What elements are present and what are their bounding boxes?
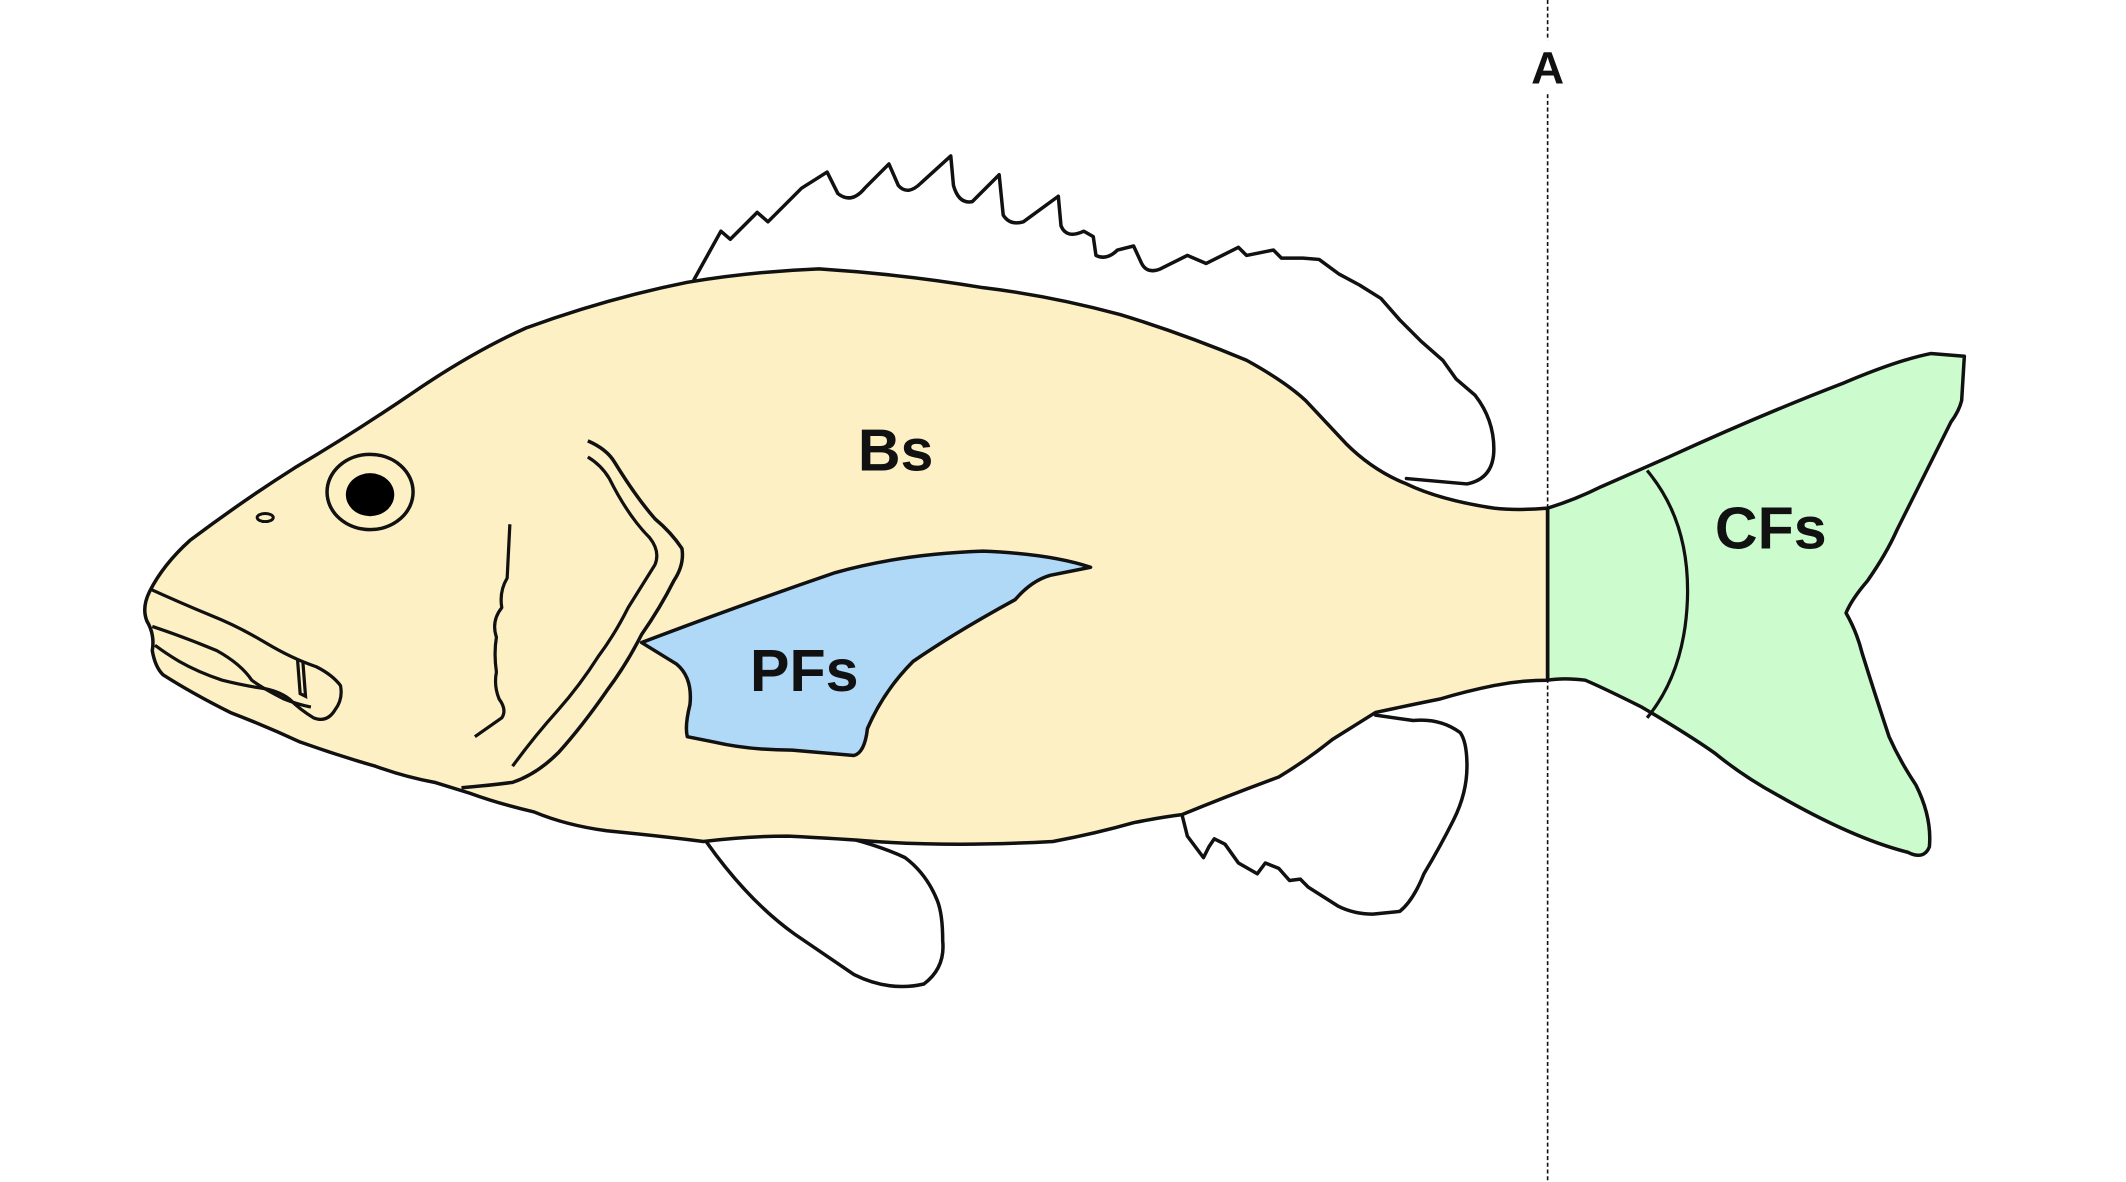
gill-cover xyxy=(461,439,685,790)
mouth-lower-jaw xyxy=(151,624,312,709)
caudal-fin xyxy=(1545,351,1967,858)
label-a: A xyxy=(1531,42,1564,93)
eye-ring xyxy=(325,452,415,532)
anal-fin xyxy=(1180,713,1469,916)
nostril xyxy=(255,512,275,524)
label-pectoral-fins: PFs xyxy=(750,637,858,704)
caudal-fin-base-line xyxy=(1645,469,1690,719)
label-a-background xyxy=(1526,40,1570,95)
gill-cover-inner xyxy=(511,455,659,768)
pelvic-fin xyxy=(704,837,945,989)
pectoral-fin xyxy=(639,549,1093,758)
eye-pupil xyxy=(345,473,395,517)
fish-body xyxy=(143,267,1550,846)
preopercle-line xyxy=(473,524,512,738)
mouth-upper-jaw xyxy=(148,587,343,721)
label-caudal-fin: CFs xyxy=(1715,494,1827,561)
dorsal-fin xyxy=(692,154,1496,486)
fish-group: A Bs PFs CFs xyxy=(143,0,1967,1182)
mouth-line xyxy=(295,658,308,700)
label-body-surface: Bs xyxy=(858,416,934,483)
